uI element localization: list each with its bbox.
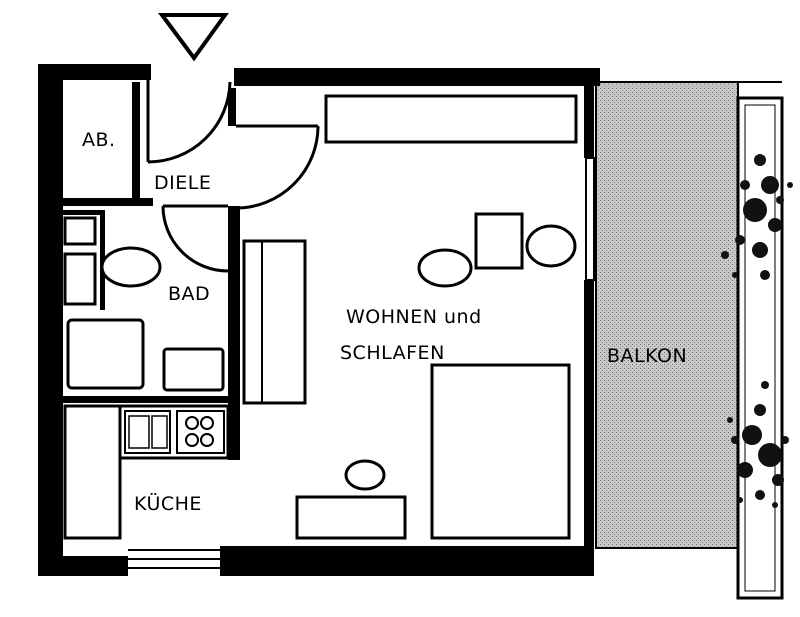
desk [295,495,407,540]
sofa [242,239,307,405]
sink [100,246,162,288]
kitchen-window [128,546,220,576]
shelf [63,252,97,306]
room-label-balkon: BALKON [607,345,687,367]
toilet [162,347,225,392]
chair [344,459,386,491]
stool [417,248,473,288]
stool [525,224,577,268]
kitchen-counter [63,404,230,540]
plant-icon [721,154,793,508]
shelf [63,216,97,246]
wardrobe [324,94,578,144]
balcony-door [585,157,595,281]
room-label-wohnen: WOHNEN und [346,306,482,328]
walls [38,64,600,576]
room-label-schlafen: SCHLAFEN [340,342,445,364]
bed [430,363,571,540]
kitchen-sink [124,410,171,454]
room-label-diele: DIELE [154,172,211,194]
door-living [235,124,320,210]
stove [176,410,225,454]
room-label-kueche: KÜCHE [134,492,202,515]
room-label-abstellraum: AB. [82,129,116,151]
door-bath [161,204,229,273]
table [474,212,524,270]
shower-tray [66,318,145,390]
triangle-down-icon [158,13,229,62]
door-entrance [146,80,232,164]
room-label-bad: BAD [168,283,210,305]
